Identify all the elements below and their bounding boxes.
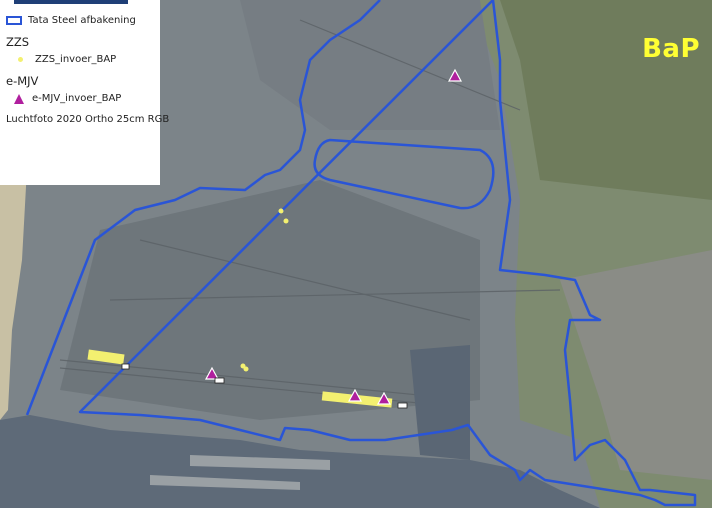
emjv-point xyxy=(204,366,220,380)
quay-pier xyxy=(190,455,330,470)
legend-group-emjv-label: e-MJV xyxy=(6,74,39,88)
legend-group-zzs-label: ZZS xyxy=(6,35,30,49)
harbour-basin xyxy=(410,345,470,460)
beach-strip xyxy=(0,150,28,420)
point-label-boxes xyxy=(121,363,408,409)
legend-basemap-label: Luchtfoto 2020 Ortho 25cm RGB xyxy=(6,114,170,125)
legend-item-boundary: Tata Steel afbakening xyxy=(6,12,160,29)
boundary-island-loop xyxy=(313,138,495,210)
emjv-point xyxy=(347,388,363,402)
legend-item-zzs: ZZS_invoer_BAP xyxy=(6,51,160,68)
zzs-dot-icon xyxy=(18,57,23,62)
emjv-point xyxy=(376,391,392,405)
legend-zzs-label: ZZS_invoer_BAP xyxy=(35,54,117,65)
legend-group-emjv: e-MJV xyxy=(6,72,160,90)
emjv-triangle-icon xyxy=(14,93,24,104)
legend-top-strip xyxy=(14,0,128,4)
legend-boundary-label: Tata Steel afbakening xyxy=(28,15,136,26)
map-legend: Tata Steel afbakening ZZS ZZS_invoer_BAP… xyxy=(0,0,169,185)
zzs-point xyxy=(283,218,289,224)
emjv-markers xyxy=(204,68,463,405)
industrial-north xyxy=(240,0,500,130)
map-title: BaP xyxy=(642,34,700,64)
zzs-point xyxy=(278,208,284,214)
vegetation-north xyxy=(500,0,712,200)
zzs-point xyxy=(243,366,249,372)
quay-pier-2 xyxy=(150,475,300,490)
zzs-cluster-west xyxy=(87,349,125,365)
residential-area-east xyxy=(560,250,712,480)
emjv-point xyxy=(447,68,463,82)
industrial-core xyxy=(60,180,480,420)
legend-item-basemap: Luchtfoto 2020 Ortho 25cm RGB xyxy=(6,111,169,128)
zzs-markers xyxy=(240,208,289,372)
tata-steel-boundary xyxy=(25,0,697,507)
legend-group-zzs: ZZS xyxy=(6,33,160,51)
boundary-swatch-icon xyxy=(6,16,22,25)
legend-item-emjv: e-MJV_invoer_BAP xyxy=(6,90,160,107)
legend-emjv-label: e-MJV_invoer_BAP xyxy=(32,93,122,104)
